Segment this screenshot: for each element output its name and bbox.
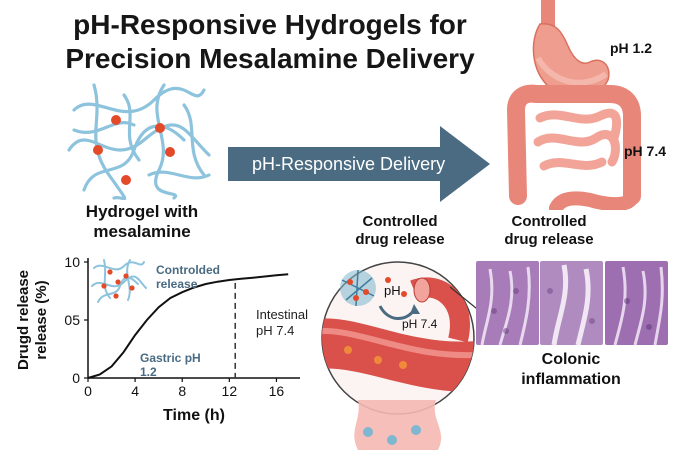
x-tick-label: 8 <box>178 383 186 399</box>
right-release-line-2: drug release <box>504 231 594 248</box>
delivery-arrow-icon <box>228 126 490 202</box>
x-tick-label: 0 <box>84 383 92 399</box>
colonic-inflammation-label: Colonic inflammation <box>486 350 656 390</box>
intestinal-annotation: Intestinal pH 7.4 <box>256 307 308 339</box>
inset-hydrogel-icon <box>91 259 147 303</box>
vessel-ph74-label: pH 7.4 <box>402 317 438 331</box>
right-release-line-1: Controlled <box>511 213 587 230</box>
gastric-annotation: Gastric pH 1.2 <box>140 351 201 379</box>
colonic-inflammation-line-2: inflammation <box>521 371 621 388</box>
x-tick-label: 12 <box>222 383 238 399</box>
y-tick-label: 0 <box>72 370 80 386</box>
colonic-inflammation-line-1: Colonic <box>541 351 601 368</box>
gastric-annotation-line-1: Gastric pH <box>140 351 201 365</box>
y-axis-label-line-2: release (%) <box>33 280 50 359</box>
center-release-heading: Controlled drug release <box>330 213 470 249</box>
y-tick-label: 05 <box>64 312 80 328</box>
right-release-heading: Controlled drug release <box>474 213 624 249</box>
x-tick-label: 4 <box>131 383 139 399</box>
hydrogel-label-line-1: Hydrogel with <box>85 202 199 221</box>
center-release-line-2: drug release <box>355 231 445 248</box>
title-line-1: pH-Responsive Hydrogels for <box>73 9 467 40</box>
center-release-line-1: Controlled <box>362 213 438 230</box>
hydrogel-label-line-2: mesalamine <box>93 222 191 241</box>
y-axis-label-line-1: Drugd release <box>15 270 32 370</box>
y-tick-label: 10 <box>64 254 80 270</box>
x-axis-label: Time (h) <box>163 407 225 424</box>
hydrogel-label: Hydrogel with mesalamine <box>62 202 222 242</box>
release-curve <box>87 273 289 379</box>
hydrogel-network-illustration <box>67 83 211 200</box>
x-tick-label: 16 <box>269 383 285 399</box>
gastric-annotation-line-2: 1.2 <box>140 365 157 379</box>
histology-image-1 <box>476 261 539 345</box>
stomach-ph-label: pH 1.2 <box>610 40 653 56</box>
delivery-arrow-label: pH-Responsive Delivery <box>252 154 446 174</box>
title-line-2: Precision Mesalamine Delivery <box>65 43 475 74</box>
inset-release-line-1: Controlded <box>156 263 220 277</box>
histology-image-2 <box>540 261 603 345</box>
intestinal-annotation-line-2: pH 7.4 <box>256 323 295 338</box>
histology-image-3 <box>605 261 668 345</box>
page-title: pH-Responsive Hydrogels for Precision Me… <box>0 8 540 76</box>
digestive-tract-illustration <box>506 0 641 210</box>
inset-release-line-2: release <box>156 277 198 291</box>
intestinal-annotation-line-1: Intestinal <box>256 307 309 322</box>
intestine-ph-label: pH 7.4 <box>624 143 667 159</box>
inset-release-label: Controlded release <box>156 263 220 291</box>
vessel-ph-label: pH <box>384 283 401 298</box>
vessel-release-illustration <box>321 261 475 450</box>
